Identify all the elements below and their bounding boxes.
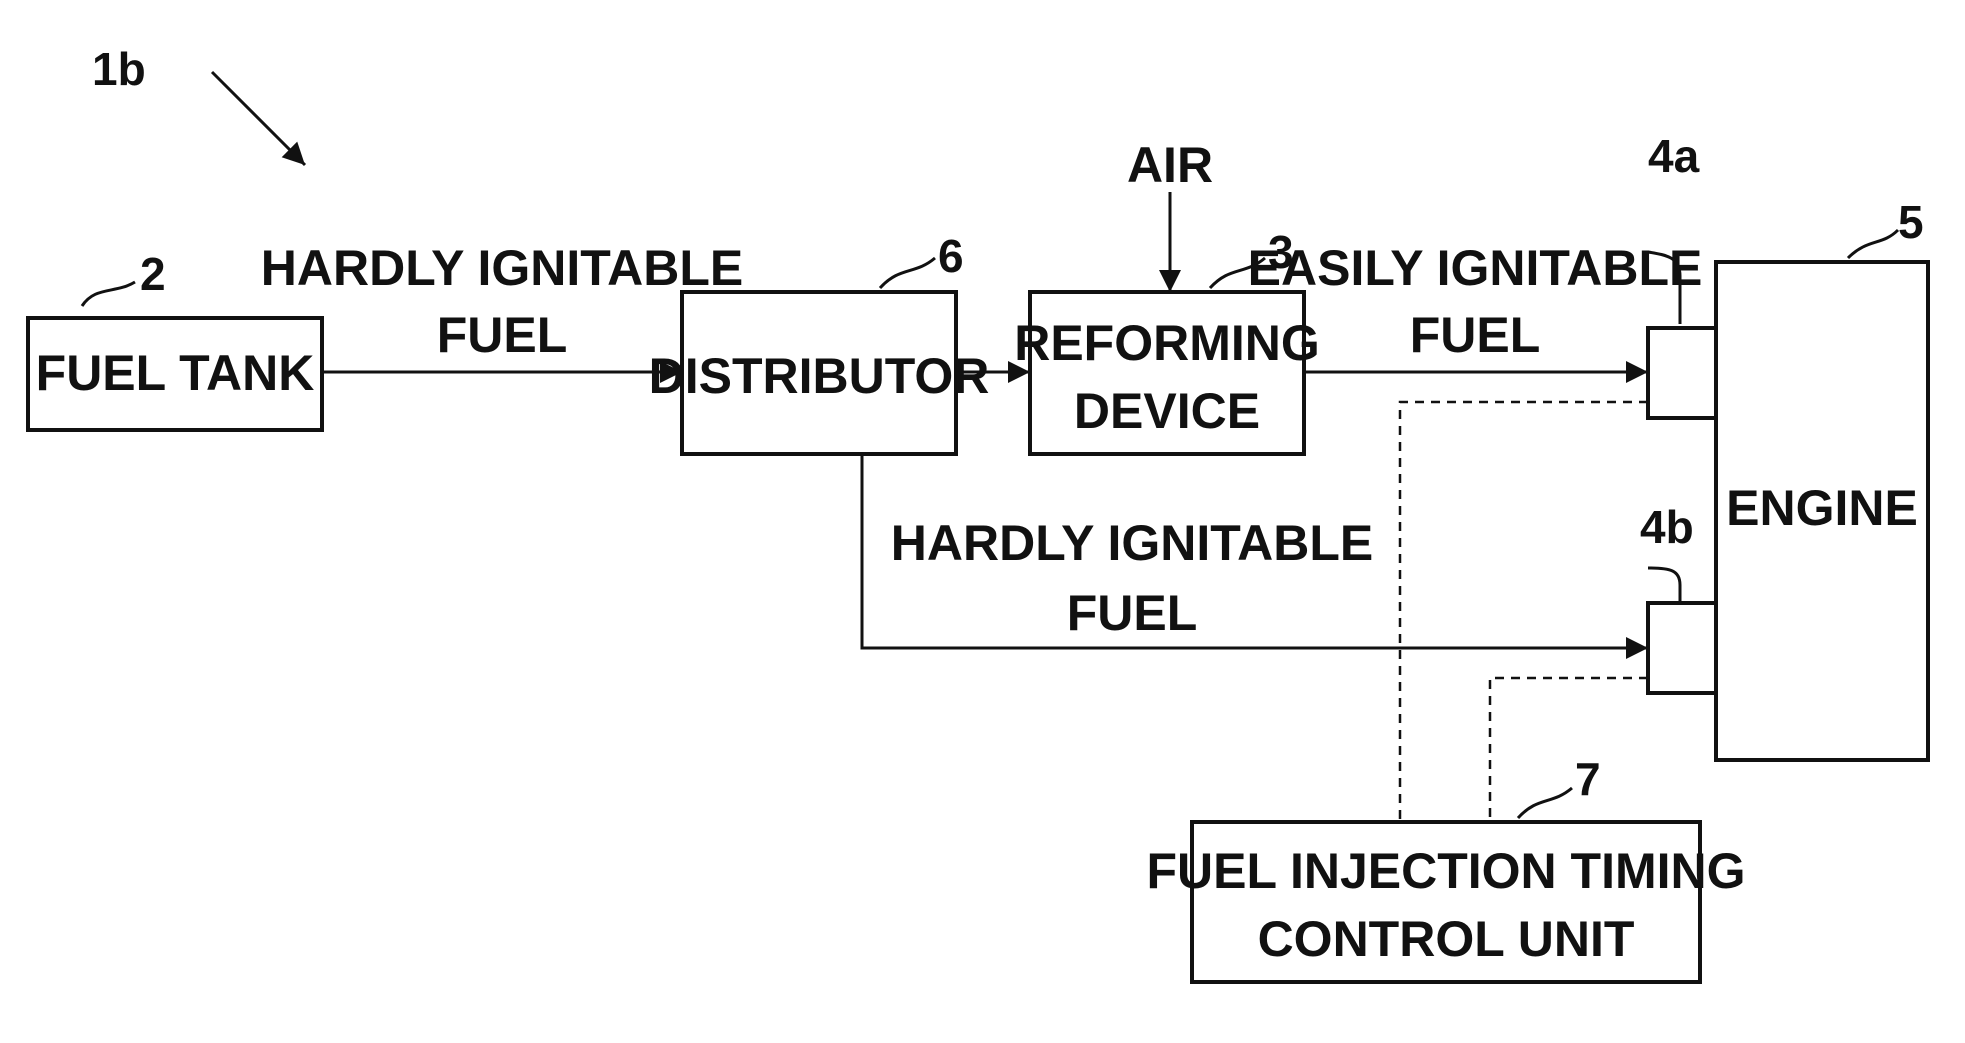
fuel-tank-ref: 2 (140, 248, 166, 300)
injector-4b-ref: 4b (1640, 501, 1694, 553)
tank-flow-label-line2: FUEL (437, 307, 568, 363)
distributor-block: DISTRIBUTOR (649, 292, 990, 454)
air-input-label: AIR (1127, 137, 1213, 193)
fuel-tank-block: FUEL TANK (28, 318, 322, 430)
fuel-tank-label: FUEL TANK (36, 345, 315, 401)
engine-label: ENGINE (1726, 480, 1918, 536)
distributor-ref-leader (880, 258, 935, 288)
control-signal-line-4a (1400, 402, 1648, 822)
control-signal-line-4b (1490, 678, 1648, 822)
distributor-ref: 6 (938, 230, 964, 282)
engine-ref-leader (1848, 230, 1898, 258)
injector-4a (1648, 328, 1716, 418)
easy-fuel-label-line2: FUEL (1410, 307, 1541, 363)
control-unit-ref-leader (1518, 788, 1572, 818)
reforming-device-label-line1: REFORMING (1014, 315, 1320, 371)
hard-fuel-label-line1: HARDLY IGNITABLE (891, 515, 1373, 571)
control-unit-block: FUEL INJECTION TIMING CONTROL UNIT (1146, 822, 1745, 982)
easy-fuel-label-line1: EASILY IGNITABLE (1248, 240, 1703, 296)
fuel-tank-ref-leader (82, 282, 135, 306)
injector-4a-ref: 4a (1648, 130, 1700, 182)
distributor-label: DISTRIBUTOR (649, 348, 990, 404)
engine-ref: 5 (1898, 196, 1924, 248)
control-unit-ref: 7 (1575, 753, 1601, 805)
reforming-device-block: REFORMING DEVICE (1014, 292, 1320, 454)
control-unit-label-line1: FUEL INJECTION TIMING (1146, 843, 1745, 899)
tank-flow-label-line1: HARDLY IGNITABLE (261, 240, 743, 296)
figure-ref-label: 1b (92, 43, 146, 95)
injector-4b (1648, 603, 1716, 693)
hard-fuel-label-line2: FUEL (1067, 585, 1198, 641)
injector-4b-ref-leader (1648, 568, 1680, 603)
control-unit-label-line2: CONTROL UNIT (1258, 911, 1635, 967)
engine-block: ENGINE (1716, 262, 1928, 760)
reforming-device-label-line2: DEVICE (1074, 383, 1260, 439)
figure-pointer-arrow (212, 72, 305, 165)
